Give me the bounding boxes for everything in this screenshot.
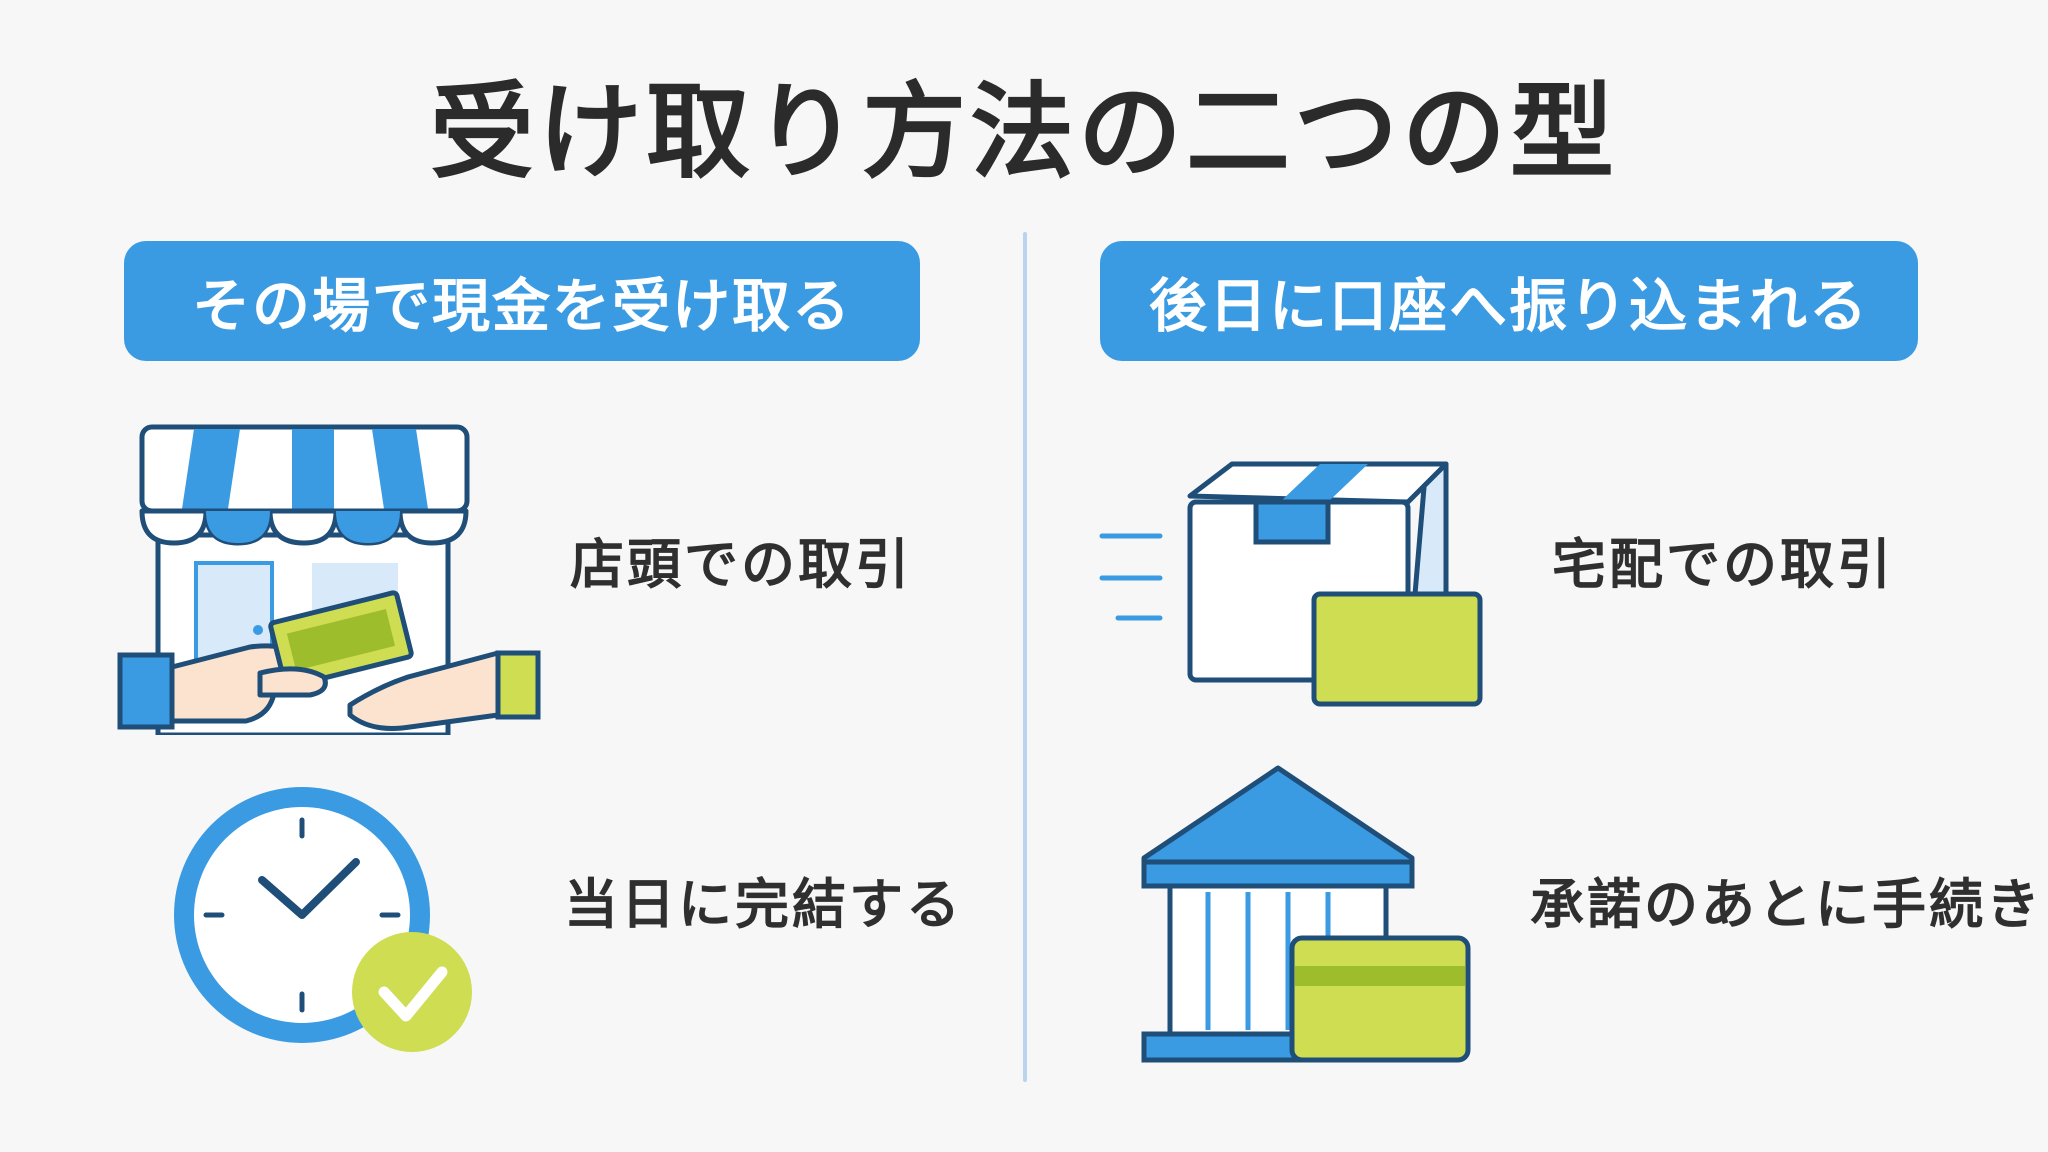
left-heading-label: その場で現金を受け取る xyxy=(191,272,852,340)
bank-card-icon xyxy=(1141,765,1471,1063)
left-heading-pill: その場で現金を受け取る xyxy=(124,241,920,361)
column-divider xyxy=(1023,232,1027,1082)
left-item-2-label: 当日に完結する xyxy=(564,873,963,936)
clock-checkmark-icon xyxy=(174,787,472,1052)
right-item-1-label: 宅配での取引 xyxy=(1552,533,1894,596)
right-heading-pill: 後日に口座へ振り込まれる xyxy=(1100,241,1918,361)
right-item-2-label: 承諾のあとに手続き xyxy=(1530,873,2043,936)
storefront-cash-handoff-icon xyxy=(117,424,541,735)
shipping-box-icon xyxy=(1099,461,1483,707)
page-title: 受け取り方法の二つの型 xyxy=(429,71,1618,193)
right-heading-label: 後日に口座へ振り込まれる xyxy=(1148,272,1869,340)
left-item-1-label: 店頭での取引 xyxy=(570,533,912,596)
